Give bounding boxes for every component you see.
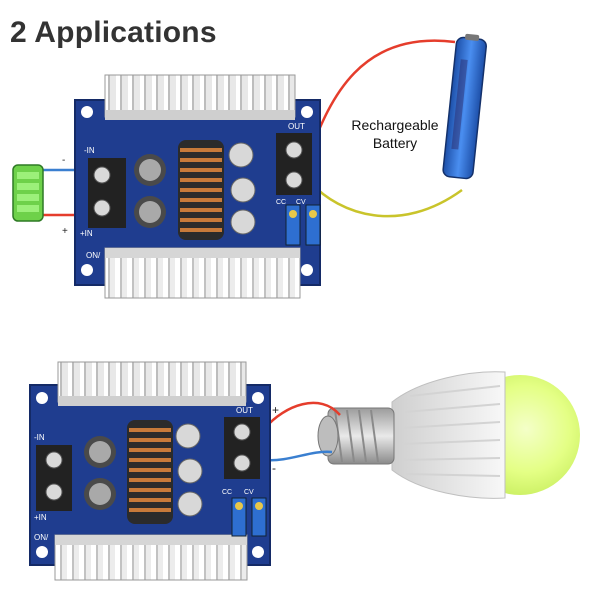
bulb-red-wire	[264, 401, 341, 429]
board1-in-minus-label: -IN	[84, 146, 95, 155]
battery-annotation: Rechargeable Battery	[340, 116, 450, 152]
board2-out-plus: +	[272, 403, 279, 417]
board2-out-minus: -	[272, 461, 276, 475]
board1-in-plus-label: +IN	[80, 229, 93, 238]
buck-converter-board-2: -IN +IN ON/ OUT CC CV	[29, 361, 271, 581]
page-title: 2 Applications	[10, 16, 217, 49]
board2-on-label: ON/	[34, 533, 49, 542]
bulb-blue-wire	[264, 450, 333, 462]
buck-converter-board-1: -IN +IN - + ON/ OUT CC CV	[62, 74, 321, 299]
input-power-source	[12, 164, 90, 222]
board1-out-label: OUT	[288, 122, 305, 131]
battery-label-line1: Rechargeable	[351, 117, 439, 133]
board2-in-minus-label: -IN	[34, 433, 45, 442]
board2-in-plus-label: +IN	[34, 513, 47, 522]
board1-on-label: ON/	[86, 251, 101, 260]
board2-cc-label: CC	[222, 489, 232, 496]
board2-out-label: OUT	[236, 406, 253, 415]
rechargeable-battery	[442, 33, 487, 180]
board1-minus-sign: -	[62, 155, 65, 166]
board2-cv-label: CV	[244, 489, 254, 496]
board1-cv-label: CV	[296, 199, 306, 206]
yellow-wire	[309, 181, 463, 218]
battery-label-line2: Battery	[372, 135, 418, 151]
bulb-body	[391, 371, 506, 499]
board1-plus-sign: +	[62, 226, 68, 237]
board1-cc-label: CC	[276, 199, 286, 206]
